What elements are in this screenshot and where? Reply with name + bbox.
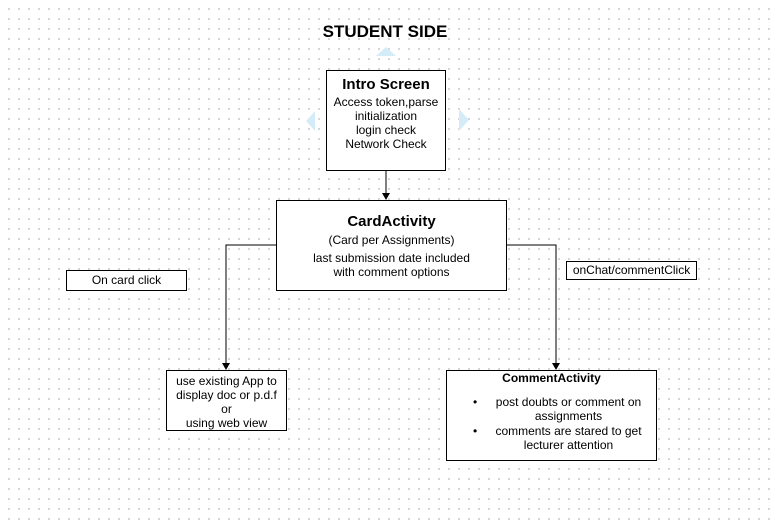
card-line: with comment options: [333, 265, 450, 279]
card-activity-node[interactable]: CardActivity (Card per Assignments) last…: [276, 200, 507, 291]
intro-line: Access token,parse: [333, 95, 439, 109]
on-card-click-label[interactable]: On card click: [66, 270, 187, 291]
handle-up-icon[interactable]: [376, 47, 396, 56]
intro-line: login check: [355, 123, 417, 137]
arrowhead-viewer-icon: [222, 363, 230, 370]
intro-heading: Intro Screen: [342, 76, 430, 93]
intro-screen-node[interactable]: Intro Screen Access token,parse initiali…: [326, 70, 446, 171]
edge-card-to-viewer: [225, 244, 276, 364]
document-viewer-node[interactable]: use existing App to display doc or p.d.f…: [166, 370, 287, 431]
intro-line: Network Check: [345, 137, 427, 151]
handle-left-icon[interactable]: [306, 111, 315, 131]
viewer-line: display doc or p.d.f: [176, 388, 277, 402]
diagram-title: STUDENT SIDE: [322, 22, 448, 41]
comment-bullet-list: • post doubts or comment on assignments …: [447, 395, 656, 452]
intro-line: initialization: [354, 109, 418, 123]
handle-right-icon[interactable]: [459, 109, 469, 131]
card-line: last submission date included: [313, 251, 470, 265]
viewer-line: or: [221, 402, 232, 416]
comment-bullet-text: post doubts or comment on assignments: [495, 395, 642, 423]
comment-heading: CommentActivity: [502, 371, 601, 385]
arrowhead-comment-icon: [552, 363, 560, 370]
comment-bullet-item: • post doubts or comment on assignments: [447, 395, 656, 423]
edge-card-to-comment: [507, 244, 557, 364]
comment-bullet-item: • comments are stared to get lecturer at…: [447, 424, 656, 452]
bullet-icon: •: [473, 424, 478, 438]
viewer-line: using web view: [185, 416, 268, 430]
bullet-icon: •: [473, 395, 478, 409]
on-chat-click-label[interactable]: onChat/commentClick: [566, 261, 697, 280]
comment-bullet-text: comments are stared to get lecturer atte…: [495, 424, 642, 452]
comment-activity-node[interactable]: CommentActivity • post doubts or comment…: [446, 370, 657, 461]
card-heading: CardActivity: [347, 213, 436, 230]
arrowhead-card-icon: [382, 193, 390, 200]
viewer-line: use existing App to: [176, 374, 277, 388]
card-subheading: (Card per Assignments): [328, 233, 455, 247]
